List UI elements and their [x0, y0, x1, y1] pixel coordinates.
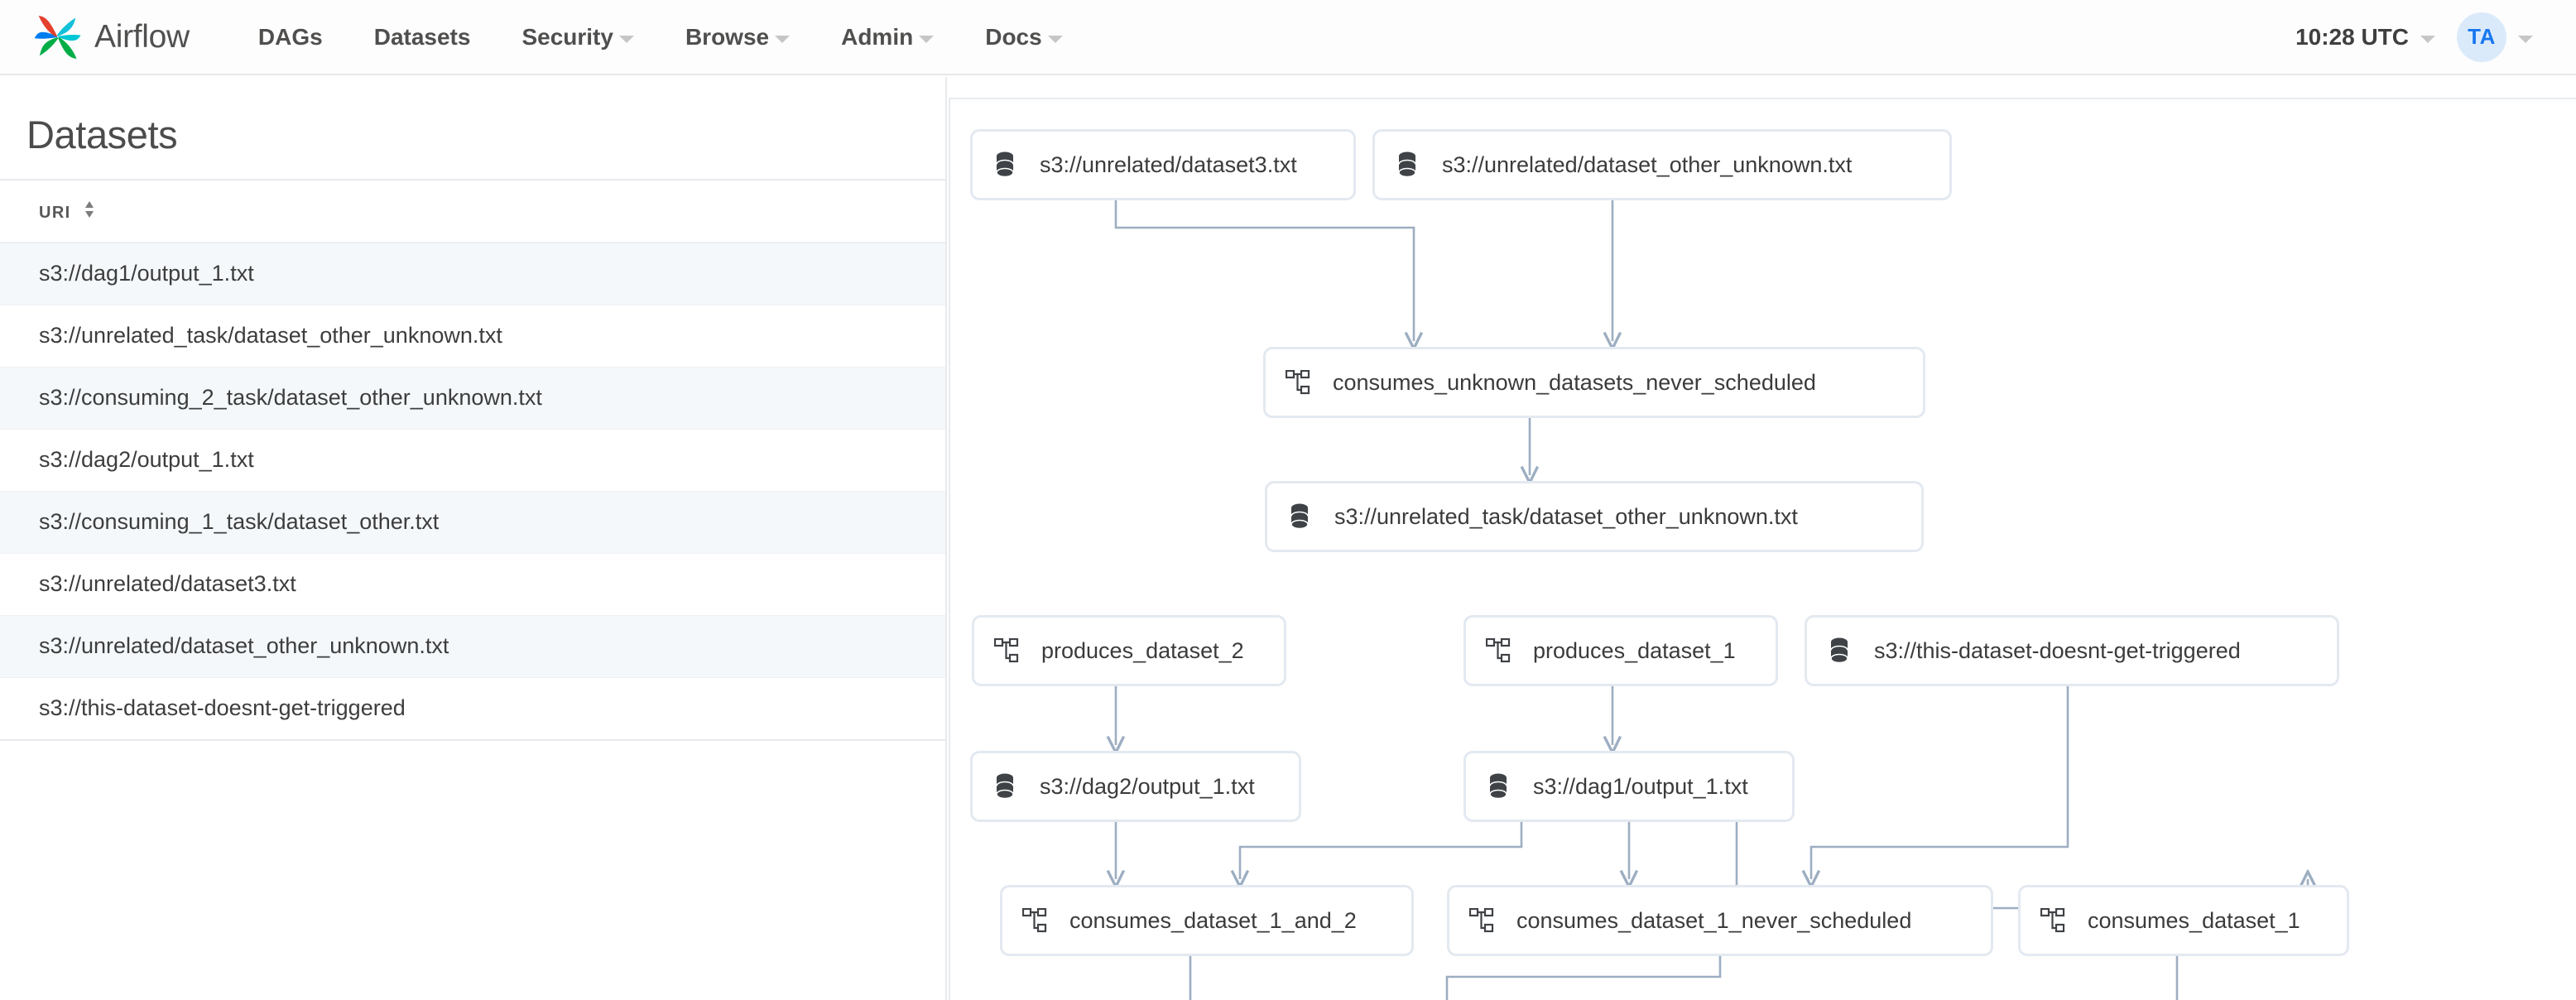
graph-canvas[interactable]: s3://unrelated/dataset3.txt s3://unrelate…: [950, 99, 2576, 1000]
nav-item-label: Docs: [985, 23, 1042, 50]
graph-node-ds-dag1-output[interactable]: s3://dag1/output_1.txt: [1463, 751, 1795, 822]
brand-logo-link[interactable]: Airflow: [31, 12, 190, 63]
edge-dataset3-to-consumes-unknown: [1114, 200, 1414, 341]
chevron-down-icon: [1047, 36, 1063, 43]
sitemap-hierarchy-icon: [2039, 908, 2066, 933]
avatar: TA: [2457, 12, 2506, 62]
chevron-down-icon: [2518, 36, 2533, 43]
sitemap-hierarchy-icon: [1468, 908, 1495, 933]
table-row[interactable]: s3://unrelated_task/dataset_other_unknow…: [0, 305, 945, 368]
edge-dag1-output-to-consumes-1-and-2: [1240, 822, 1523, 879]
database-stack-icon: [1484, 772, 1511, 800]
nav-item-label: DAGs: [257, 23, 323, 50]
chevron-down-icon: [2420, 36, 2435, 43]
nav-links: DAGs Datasets Security Browse Admin Docs: [233, 16, 1089, 59]
nav-item-label: Datasets: [373, 23, 471, 50]
dataset-uri-cell[interactable]: s3://unrelated_task/dataset_other_unknow…: [0, 305, 945, 368]
dataset-uri-cell[interactable]: s3://unrelated/dataset3.txt: [0, 553, 945, 616]
graph-node-label: s3://this-dataset-doesnt-get-triggered: [1874, 637, 2241, 663]
dataset-uri-cell[interactable]: s3://this-dataset-doesnt-get-triggered: [0, 677, 945, 741]
graph-node-label: s3://dag2/output_1.txt: [1040, 773, 1255, 799]
nav-item-security[interactable]: Security: [496, 16, 660, 59]
graph-node-ds-not-triggered[interactable]: s3://this-dataset-doesnt-get-triggered: [1805, 615, 2339, 686]
database-stack-icon: [1393, 151, 1420, 179]
table-row[interactable]: s3://dag2/output_1.txt: [0, 429, 945, 492]
chevron-down-icon: [919, 36, 935, 43]
graph-node-ds-dag2-output[interactable]: s3://dag2/output_1.txt: [970, 751, 1301, 822]
utc-clock-menu[interactable]: 10:28 UTC: [2295, 24, 2435, 50]
nav-item-dags[interactable]: DAGs: [233, 16, 348, 59]
graph-node-label: s3://unrelated/dataset_other_unknown.txt: [1442, 151, 1853, 177]
dataset-uri-cell[interactable]: s3://consuming_2_task/dataset_other_unkn…: [0, 367, 945, 430]
database-stack-icon: [1825, 637, 1853, 665]
column-header-label: URI: [39, 204, 71, 222]
table-row[interactable]: s3://unrelated/dataset3.txt: [0, 553, 945, 616]
table-row[interactable]: s3://consuming_2_task/dataset_other_unkn…: [0, 367, 945, 430]
dataset-uri-cell[interactable]: s3://dag1/output_1.txt: [0, 243, 945, 305]
chevron-down-icon: [775, 36, 791, 43]
nav-item-docs[interactable]: Docs: [959, 16, 1088, 59]
table-row[interactable]: s3://unrelated/dataset_other_unknown.txt: [0, 615, 945, 678]
graph-node-label: s3://unrelated/dataset3.txt: [1040, 151, 1297, 177]
graph-node-label: consumes_unknown_datasets_never_schedule…: [1333, 369, 1816, 395]
brand-name: Airflow: [94, 18, 190, 55]
graph-node-dag-consumes-1-and-2[interactable]: consumes_dataset_1_and_2: [1000, 885, 1414, 956]
graph-node-dag-consumes-1[interactable]: consumes_dataset_1: [2018, 885, 2349, 956]
graph-node-label: consumes_dataset_1: [2088, 907, 2300, 933]
sitemap-hierarchy-icon: [1021, 908, 1048, 933]
nav-item-browse[interactable]: Browse: [660, 16, 815, 59]
dataset-dependency-graph-panel[interactable]: s3://unrelated/dataset3.txt s3://unrelate…: [949, 98, 2576, 1000]
table-row[interactable]: s3://consuming_1_task/dataset_other.txt: [0, 491, 945, 554]
utc-clock-label: 10:28 UTC: [2295, 23, 2409, 50]
dataset-uri-cell[interactable]: s3://unrelated/dataset_other_unknown.txt: [0, 615, 945, 678]
nav-item-label: Security: [521, 23, 613, 50]
edge-not-triggered-to-consumes-1-never: [1811, 686, 2069, 879]
graph-node-dag-produces-1[interactable]: produces_dataset_1: [1463, 615, 1778, 686]
column-header-uri[interactable]: URI: [0, 180, 945, 243]
graph-node-label: consumes_dataset_1_never_scheduled: [1516, 907, 1912, 933]
graph-node-ds-unrelated-other-unknown[interactable]: s3://unrelated/dataset_other_unknown.txt: [1372, 129, 1952, 200]
edge-consumes-1-never-to-consuming-2-task: [1445, 956, 1722, 1000]
datasets-table-head: URI: [0, 180, 945, 243]
nav-item-label: Admin: [841, 23, 914, 50]
page-title: Datasets: [26, 113, 178, 156]
graph-node-label: s3://unrelated_task/dataset_other_unknow…: [1334, 503, 1798, 529]
sitemap-hierarchy-icon: [1284, 370, 1311, 395]
navbar-right-group: 10:28 UTC TA: [2295, 12, 2533, 62]
nav-item-datasets[interactable]: Datasets: [348, 16, 497, 59]
database-stack-icon: [991, 772, 1018, 800]
database-stack-icon: [991, 151, 1018, 179]
table-row[interactable]: s3://dag1/output_1.txt: [0, 243, 945, 305]
sort-arrows-icon[interactable]: [84, 200, 95, 224]
table-row[interactable]: s3://this-dataset-doesnt-get-triggered: [0, 677, 945, 741]
chevron-down-icon: [618, 36, 634, 43]
nav-item-admin[interactable]: Admin: [815, 16, 959, 59]
database-stack-icon: [1286, 502, 1313, 531]
top-navbar: Airflow DAGs Datasets Security Browse Ad…: [0, 0, 2576, 75]
graph-node-ds-unrelated-task-other[interactable]: s3://unrelated_task/dataset_other_unknow…: [1265, 481, 1924, 552]
airflow-pinwheel-logo-icon: [34, 15, 81, 59]
table-header-row: URI: [0, 180, 945, 243]
graph-node-dag-produces-2[interactable]: produces_dataset_2: [972, 615, 1286, 686]
graph-node-label: produces_dataset_1: [1533, 637, 1736, 663]
graph-node-ds-unrelated-dataset3[interactable]: s3://unrelated/dataset3.txt: [970, 129, 1356, 200]
dataset-uri-cell[interactable]: s3://dag2/output_1.txt: [0, 429, 945, 492]
graph-node-dag-consumes-1-never[interactable]: consumes_dataset_1_never_scheduled: [1447, 885, 1993, 956]
graph-node-label: consumes_dataset_1_and_2: [1069, 907, 1357, 933]
dataset-uri-cell[interactable]: s3://consuming_1_task/dataset_other.txt: [0, 491, 945, 554]
graph-node-label: produces_dataset_2: [1041, 637, 1244, 663]
user-menu[interactable]: TA: [2457, 12, 2533, 62]
sitemap-hierarchy-icon: [1484, 638, 1511, 663]
sitemap-hierarchy-icon: [992, 638, 1020, 663]
graph-node-label: s3://dag1/output_1.txt: [1533, 773, 1748, 799]
graph-node-dag-consumes-unknown[interactable]: consumes_unknown_datasets_never_schedule…: [1263, 347, 1925, 418]
nav-item-label: Browse: [685, 23, 770, 50]
